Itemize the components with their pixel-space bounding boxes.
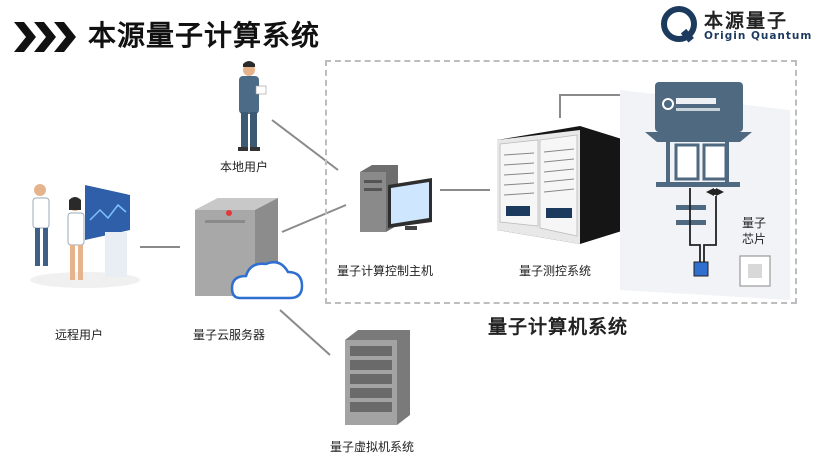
page-title: 本源量子计算系统 xyxy=(88,19,321,52)
remote-user-figure xyxy=(30,184,140,288)
computer-system-boundary xyxy=(325,60,797,304)
logo-english: Origin Quantum xyxy=(704,30,813,42)
logo-icon xyxy=(661,6,697,43)
chip-label-line1: 量子 xyxy=(742,216,767,230)
connector-local-host xyxy=(271,119,339,171)
connector-lines xyxy=(140,94,665,356)
dilution-fridge-figure xyxy=(620,82,790,300)
cloud-server-figure xyxy=(195,198,304,300)
local-user-figure xyxy=(238,61,267,151)
control-host-figure xyxy=(360,165,432,232)
chip-label-line2: 芯片 xyxy=(742,232,767,246)
remote-user-label: 远程用户 xyxy=(55,328,104,342)
virtual-machine-label: 量子虚拟机系统 xyxy=(330,440,415,454)
cloud-server-label: 量子云服务器 xyxy=(193,328,266,342)
local-user-label: 本地用户 xyxy=(220,160,269,174)
measure-control-figure xyxy=(497,126,625,244)
title-arrows-icon xyxy=(14,22,76,52)
computer-system-label: 量子计算机系统 xyxy=(488,316,629,338)
connector-cloud-vm xyxy=(279,309,331,356)
virtual-machine-figure xyxy=(345,330,410,425)
control-host-label: 量子计算控制主机 xyxy=(337,264,434,278)
connector-cloud-host xyxy=(281,204,347,233)
logo-name: 本源量子 xyxy=(704,10,789,32)
measure-control-label: 量子测控系统 xyxy=(519,264,592,278)
